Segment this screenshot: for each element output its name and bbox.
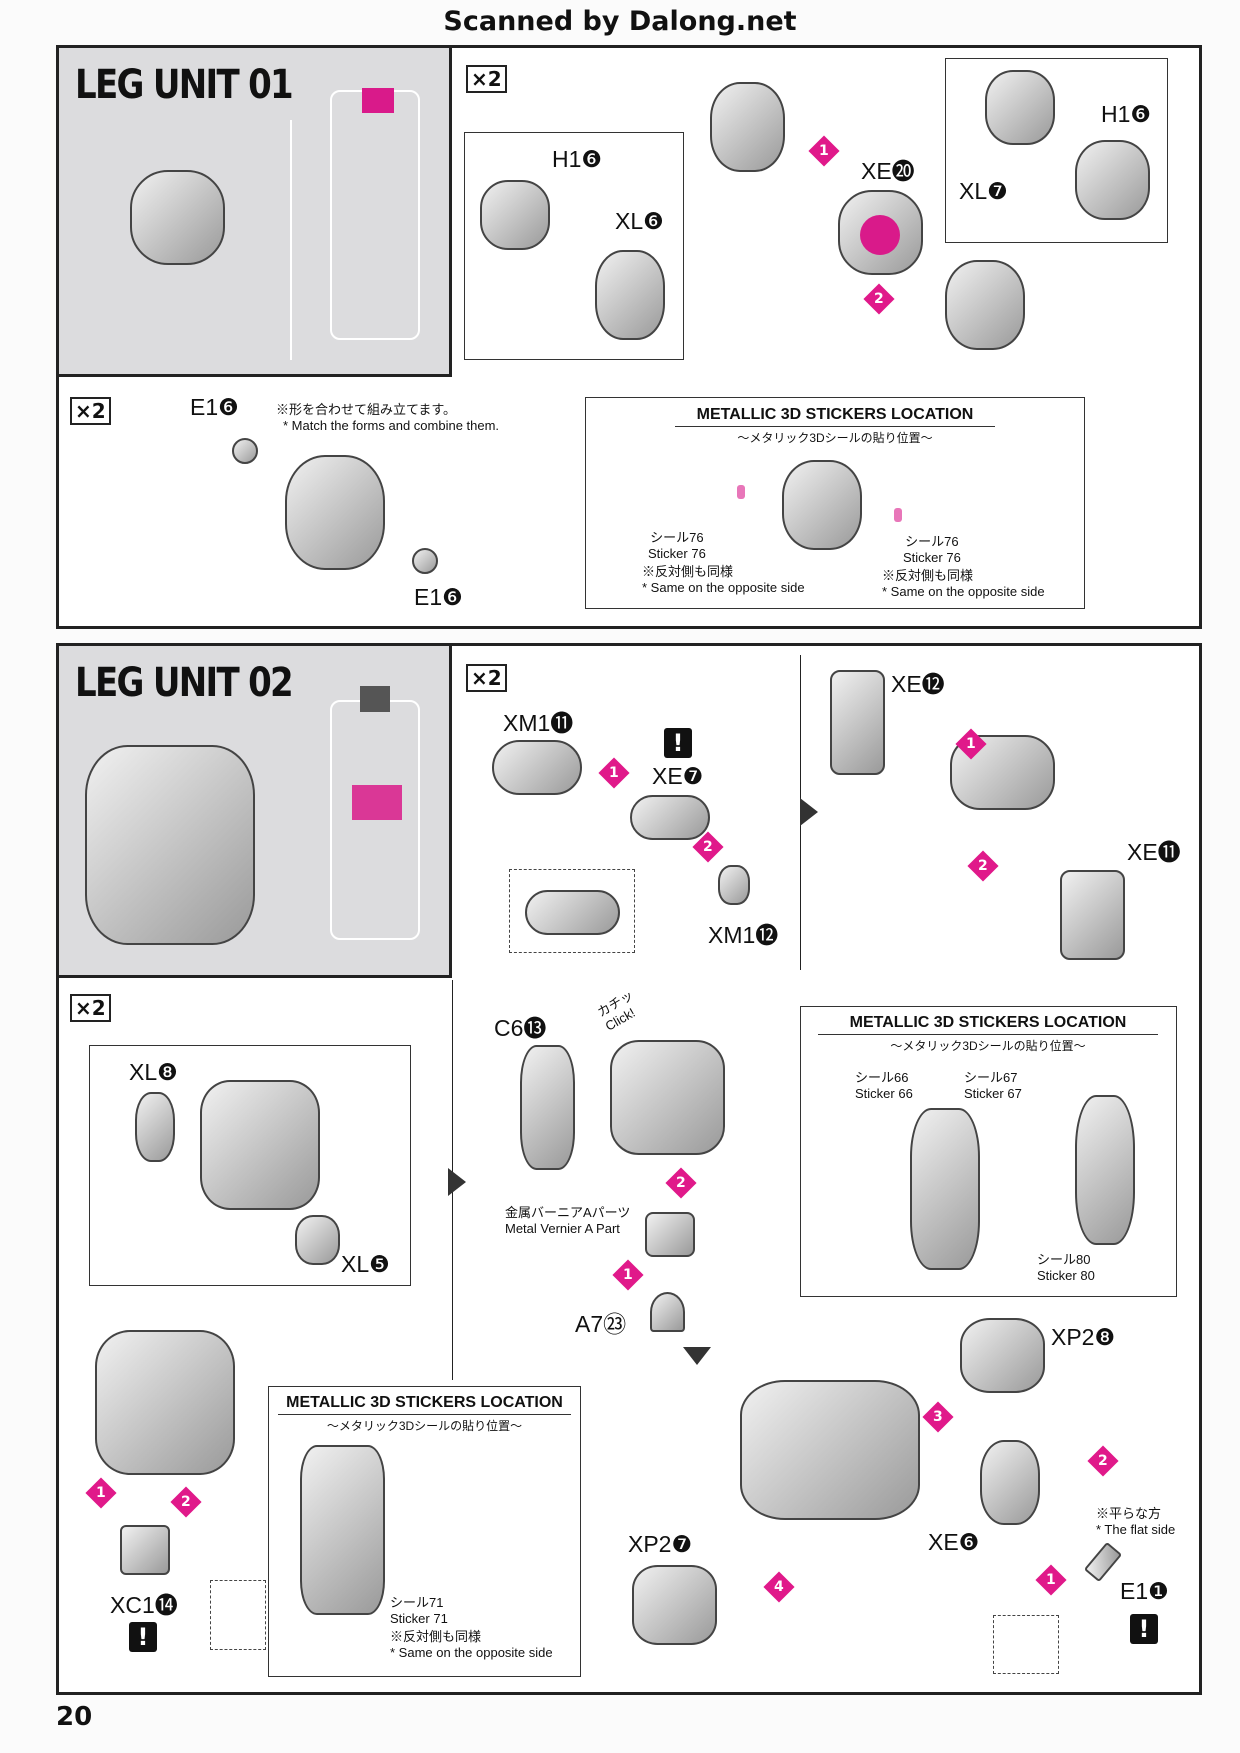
part-label: XM1⓫ [503,710,574,736]
section-title: LEG UNIT 02 [75,660,294,706]
multiplier-badge: ×2 [466,65,507,93]
part-label: XP2❽ [1051,1324,1116,1350]
part-result [945,260,1025,350]
sticker-icon [737,485,745,499]
sticker-note: ※反対側も同様* Same on the opposite side [390,1629,553,1660]
part-rear-view [1075,1095,1135,1245]
part-label: XL❻ [615,208,664,234]
sticker-title: METALLIC 3D STICKERS LOCATION [818,1013,1158,1035]
warning-icon: ! [129,1622,157,1652]
part-label: H1❻ [1101,101,1152,127]
part-label: C6⓭ [494,1015,547,1041]
highlight-marker [362,88,394,113]
sticker-icon [894,508,902,522]
sticker-title: METALLIC 3D STICKERS LOCATION [675,405,995,427]
multiplier-badge: ×2 [70,994,111,1022]
next-arrow-icon [448,1168,466,1196]
knee-joint [782,460,862,550]
part-label: E1❻ [414,584,463,610]
scan-credit: Scanned by Dalong.net [443,6,797,37]
part-label: XM1⓬ [708,922,779,948]
part-label: XL❽ [129,1059,178,1085]
part-xl6 [595,250,665,340]
next-arrow-icon [800,798,818,826]
multiplier-badge: ×2 [466,664,507,692]
part-label: E1❶ [1120,1578,1169,1604]
warning-icon: ! [1130,1614,1158,1644]
part-leg-assembly [740,1380,920,1520]
part-xm12 [718,865,750,905]
part-xe6 [980,1440,1040,1525]
sticker-subtitle: 〜メタリック3Dシールの貼り位置〜 [326,1419,523,1433]
part-body [610,1040,725,1155]
part-xm1 [492,740,582,795]
part-xe12 [830,670,885,775]
detail-inset-box [210,1580,266,1650]
next-arrow-icon [683,1347,711,1365]
part-label: XC1⓮ [110,1592,178,1618]
part-body [200,1080,320,1210]
page-number: 20 [56,1702,93,1732]
part-label: XE❻ [928,1529,980,1555]
divider [290,120,292,360]
part-front-view [910,1108,980,1270]
part-xe11 [1060,870,1125,960]
part-h1 [480,180,550,250]
sticker-note: ※反対側も同様* Same on the opposite side [642,564,805,595]
part-body [300,1445,385,1615]
part-label: XE⓴ [861,158,915,184]
leg-silhouette-icon [330,90,420,340]
part-xl8 [135,1092,175,1162]
part-xp28 [960,1318,1045,1393]
part-label: H1❻ [552,146,603,172]
highlight-marker [360,686,390,712]
sticker-note: ※反対側も同様* Same on the opposite side [882,568,1045,599]
flat-side-note: ※平らな方* The flat side [1096,1506,1176,1537]
part-xe20-core [860,215,900,255]
part-assembly [710,82,785,172]
note-jp: ※形を合わせて組み立てます。 [276,402,457,417]
leg-silhouette-icon [330,700,420,940]
section-title: LEG UNIT 01 [75,62,294,108]
knee-joint-illustration [130,170,225,265]
part-label: XE❼ [652,763,704,789]
part-detail [525,890,620,935]
warning-icon: ! [664,728,692,758]
part-label: XE⓬ [891,671,945,697]
part-assembly [95,1330,235,1475]
part-inset [985,70,1055,145]
highlight-marker [352,785,402,820]
leg-part-illustration [85,745,255,945]
part-xl5 [295,1215,340,1265]
part-xe7 [630,795,710,840]
sticker-subtitle: 〜メタリック3Dシールの貼り位置〜 [890,1039,1086,1053]
detail-inset-box [993,1615,1059,1674]
part-label: XP2❼ [628,1531,693,1557]
part-xc1 [120,1525,170,1575]
part-label: E1❻ [190,394,239,420]
part-xp27 [632,1565,717,1645]
part-inset [1075,140,1150,220]
part-label: XE⓫ [1127,839,1181,865]
part-e1 [232,438,258,464]
part-e1 [412,548,438,574]
part-a7 [650,1292,685,1332]
part-label: XL❺ [341,1251,390,1277]
knee-joint [285,455,385,570]
sticker-title: METALLIC 3D STICKERS LOCATION [278,1393,571,1415]
multiplier-badge: ×2 [70,397,111,425]
part-label: XL❼ [959,178,1008,204]
sticker-subtitle: 〜メタリック3Dシールの貼り位置〜 [737,431,933,445]
part-label: A7㉓ [575,1311,627,1337]
metal-vernier-part [645,1212,695,1257]
note-en: * Match the forms and combine them. [283,418,500,433]
part-c6 [520,1045,575,1170]
